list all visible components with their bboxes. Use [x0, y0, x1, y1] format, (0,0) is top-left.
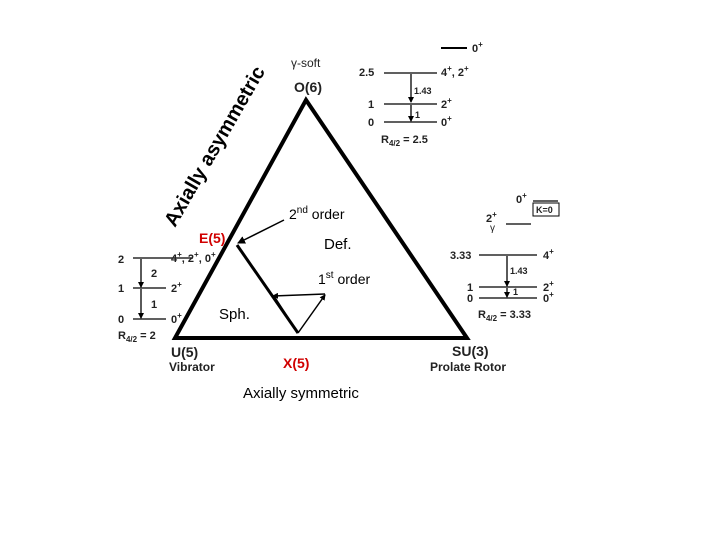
su3-energy-upper: 3.33 — [450, 250, 471, 262]
su3-energy-mid: 1 — [467, 282, 473, 294]
o6-states-upper: 4+, 2+ — [441, 64, 469, 79]
su3-ratio: R4/2 = 3.33 — [478, 309, 531, 323]
su3-spectrum: 0+ K=0 2+γ 3.33 4+ 1.43 1 2+ 1 0 0+ R4/2… — [450, 191, 560, 323]
u5-caption: Vibrator — [169, 360, 215, 374]
o6-ratio: R4/2 = 2.5 — [381, 134, 428, 148]
first-order-arrow — [272, 292, 326, 299]
u5-energy-mid: 1 — [118, 283, 124, 295]
o6-transition-label-2: 1 — [415, 110, 420, 120]
su3-gamma-label: 2+γ — [486, 210, 497, 234]
u5-ratio: R4/2 = 2 — [118, 330, 156, 344]
u5-spectrum: 2 4+, 2+, 0+ 2 1 2+ 1 0 0+ R4/2 = 2 — [118, 250, 216, 344]
sph-label: Sph. — [219, 306, 250, 323]
u5-energy-top: 2 — [118, 254, 124, 266]
u5-energy-low: 0 — [118, 314, 124, 326]
symmetry-triangle — [171, 96, 471, 340]
su3-state-low: 0+ — [543, 290, 554, 305]
axially-symmetric-label: Axially symmetric — [243, 385, 359, 402]
u5-transition-mid: 1 — [151, 299, 157, 311]
su3-transition-label-2: 1 — [513, 287, 518, 297]
first-order-text: 1 — [318, 271, 326, 287]
o6-label: O(6) — [294, 79, 322, 95]
u5-label: U(5) — [171, 344, 198, 360]
o6-caption: γ-soft — [291, 56, 321, 70]
o6-state-mid: 2+ — [441, 96, 452, 111]
u5-state-low: 0+ — [171, 311, 182, 326]
u5-transition-top: 2 — [151, 268, 157, 280]
def-label: Def. — [324, 236, 352, 253]
o6-spectrum: 0+ 2.5 4+, 2+ 1.43 1 2+ 1 0 0+ R4/2 = 2.… — [359, 40, 483, 148]
second-order-label: 2nd order — [289, 205, 345, 222]
e5-pointer-arrow — [237, 219, 285, 244]
x5-label: X(5) — [283, 355, 309, 371]
su3-energy-low: 0 — [467, 293, 473, 305]
second-order-text: 2 — [289, 206, 297, 222]
e5-label: E(5) — [199, 230, 225, 246]
u5-states-top: 4+, 2+, 0+ — [171, 250, 216, 265]
x5-arrow-line — [297, 294, 326, 334]
su3-label: SU(3) — [452, 343, 489, 359]
o6-energy-low: 0 — [368, 117, 374, 129]
first-order-arrow-2 — [273, 295, 299, 334]
first-order-label: 1st order — [318, 270, 370, 287]
su3-caption: Prolate Rotor — [430, 360, 506, 374]
o6-energy-upper: 2.5 — [359, 67, 374, 79]
o6-top-state: 0+ — [472, 40, 483, 55]
o6-energy-mid: 1 — [368, 99, 374, 111]
su3-band-head: 0+ — [516, 191, 527, 206]
su3-state-upper: 4+ — [543, 247, 554, 262]
o6-transition-label: 1.43 — [414, 86, 432, 96]
axially-asymmetric-label: Axially asymmetric — [160, 63, 270, 231]
o6-state-low: 0+ — [441, 114, 452, 129]
u5-state-mid: 2+ — [171, 280, 182, 295]
su3-k-label: K=0 — [536, 205, 553, 215]
su3-transition-label: 1.43 — [510, 266, 528, 276]
su3-state-mid: 2+ — [543, 279, 554, 294]
